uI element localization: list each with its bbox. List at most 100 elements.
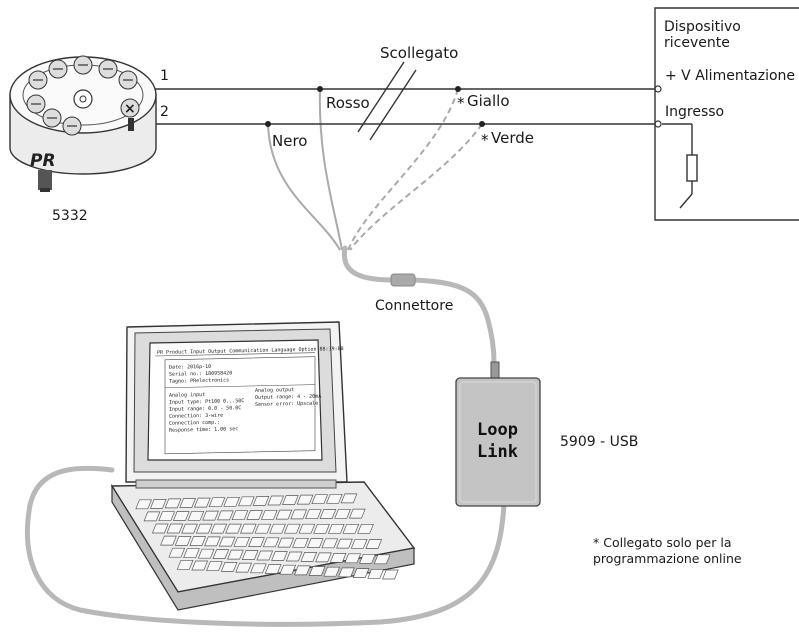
supply-label: + V Alimentazione <box>665 68 795 84</box>
keyboard-key <box>187 510 205 521</box>
keyboard-key <box>181 523 198 534</box>
keyboard-key <box>271 551 288 561</box>
keyboard-key <box>191 560 209 571</box>
keyboard-key <box>359 553 376 564</box>
keyboard-key <box>279 564 297 575</box>
connector-label: Connettore <box>375 298 453 314</box>
keyboard-key <box>290 509 307 520</box>
receiving-device <box>654 7 799 221</box>
keyboard-key <box>357 523 374 534</box>
rosso-label: Rosso <box>326 94 370 112</box>
keyboard-key <box>315 552 332 563</box>
keyboard-key <box>336 538 353 549</box>
loop-text: Loop <box>477 420 518 440</box>
verde-star: * <box>481 131 489 149</box>
keyboard-key <box>292 537 309 548</box>
screen-serial: Serial no.: 180958420 <box>169 370 232 377</box>
keyboard-key <box>223 496 240 507</box>
keyboard-key <box>197 548 215 559</box>
loop-wires <box>150 88 656 125</box>
footnote-line-1: * Collegato solo per la <box>593 535 731 550</box>
keyboard-key <box>342 523 360 534</box>
keyboard-key <box>150 499 167 509</box>
keyboard-key <box>334 508 351 519</box>
laptop-screen: PR Product Input Output Communication La… <box>155 346 344 455</box>
loop-link-device <box>455 361 541 507</box>
input-label: Ingresso <box>665 104 724 120</box>
keyboard-key <box>298 523 316 534</box>
keyboard-key <box>248 537 265 547</box>
keyboard-key <box>168 547 186 558</box>
keyboard-key <box>340 493 358 504</box>
keyboard-key <box>294 565 311 576</box>
keyboard-key <box>327 523 345 534</box>
keyboard-key <box>264 564 282 574</box>
terminal-rings <box>654 85 662 128</box>
keyboard-key <box>296 494 314 505</box>
screen-out-range: Output range: 4 - 20mA <box>255 394 321 401</box>
screen-input-type: Input type: Pt100 0...50C <box>169 398 244 406</box>
keyboard-key <box>220 562 238 572</box>
black-probe-wire <box>267 123 341 251</box>
keyboard-key <box>210 523 228 534</box>
usb-model-label: 5909 - USB <box>560 434 638 450</box>
keyboard-key <box>338 567 355 578</box>
screen-menubar: PR Product Input Output Communication La… <box>157 346 344 356</box>
receiver-title-2: ricevente <box>664 35 730 51</box>
verde-label: Verde <box>491 129 534 147</box>
keyboard-key <box>189 536 207 546</box>
keyboard-key <box>367 568 384 579</box>
keyboard-key <box>246 510 263 520</box>
keyboard-key <box>283 523 301 534</box>
keyboard-key <box>233 536 251 547</box>
keyboard-key <box>240 523 257 534</box>
keyboard-key <box>135 499 152 510</box>
keyboard-key <box>382 569 399 580</box>
keyboard-key <box>262 537 280 548</box>
footnote-line-2: programmazione online <box>593 551 742 566</box>
keyboard-key <box>176 559 194 570</box>
keyboard-key <box>235 562 252 573</box>
keyboard-key <box>238 496 255 507</box>
keyboard-key <box>252 496 270 506</box>
keyboard-key <box>143 511 161 522</box>
keyboard-key <box>158 511 175 522</box>
keyboard-key <box>269 523 286 534</box>
keyboard-key <box>260 509 278 520</box>
keyboard-key <box>344 553 362 564</box>
x-mark: × <box>124 101 136 117</box>
keyboard-key <box>173 511 190 521</box>
red-probe-wire <box>318 88 343 251</box>
keyboard-key <box>267 495 284 506</box>
keyboard <box>135 493 399 580</box>
yellow-probe-wire <box>347 88 459 251</box>
keyboard-key <box>254 523 272 534</box>
keyboard-key <box>311 494 329 505</box>
keyboard-key <box>300 552 318 562</box>
receiver-title-1: Dispositivo <box>664 19 741 35</box>
keyboard-key <box>350 538 368 549</box>
probe-wires <box>267 88 483 251</box>
green-probe-wire <box>349 123 483 251</box>
terminal-1-label: 1 <box>160 68 169 84</box>
junction-dots <box>265 86 485 127</box>
keyboard-key <box>321 538 339 549</box>
keyboard-key <box>275 509 293 520</box>
scollegato-label: Scollegato <box>380 44 458 62</box>
screen-connection: Connection: 3-wire <box>169 413 223 420</box>
keyboard-key <box>352 568 370 578</box>
keyboard-key <box>217 510 234 521</box>
giallo-label: Giallo <box>467 92 510 110</box>
keyboard-key <box>227 549 244 560</box>
keyboard-key <box>319 509 337 519</box>
keyboard-key <box>231 510 249 521</box>
nero-label: Nero <box>272 132 307 150</box>
keyboard-key <box>160 535 177 546</box>
keyboard-key <box>306 538 324 548</box>
giallo-star: * <box>457 94 465 112</box>
keyboard-key <box>179 498 196 508</box>
keyboard-key <box>365 539 383 549</box>
keyboard-key <box>174 536 192 546</box>
keyboard-key <box>194 497 211 508</box>
keyboard-key <box>206 561 223 572</box>
